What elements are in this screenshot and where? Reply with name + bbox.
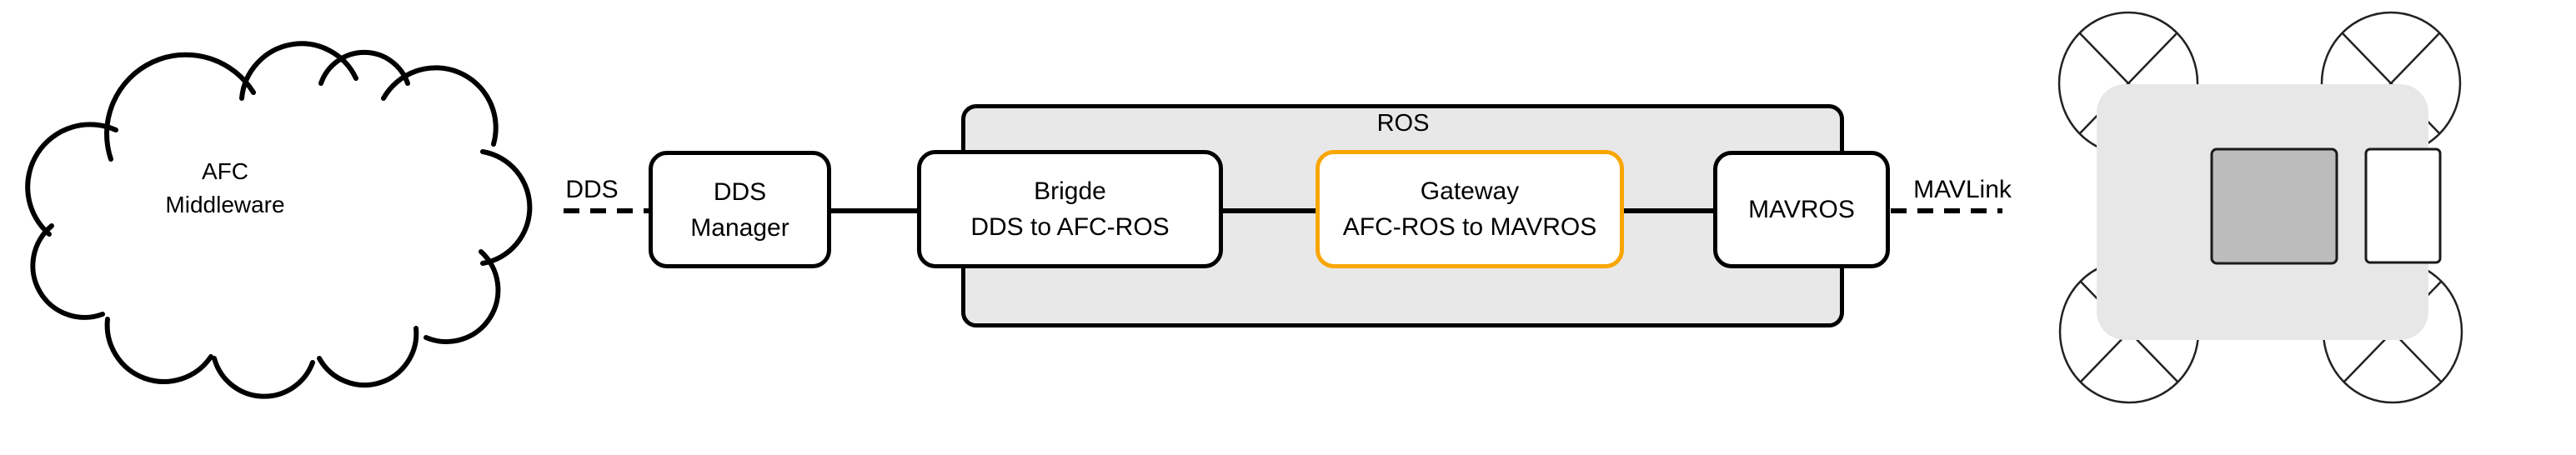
node-gateway-afc-ros-to-mavros: Gateway AFC-ROS to MAVROS	[1316, 150, 1624, 268]
cloud-label-line1: AFC	[202, 158, 248, 184]
cloud-label-line2: Middleware	[165, 192, 285, 218]
cloud-shape	[25, 41, 533, 399]
node-dds-manager-line1: DDS	[713, 178, 767, 206]
node-gateway-line2: AFC-ROS to MAVROS	[1342, 213, 1597, 241]
dds-link-label: DDS	[565, 176, 619, 203]
node-bridge-line1: Brigde	[1034, 178, 1106, 205]
node-bridge-dds-to-afc-ros: Brigde DDS to AFC-ROS	[917, 150, 1223, 268]
mavlink-link-label: MAVLink	[1913, 176, 2012, 203]
node-mavros: MAVROS	[1713, 151, 1890, 268]
cloud-label: AFC Middleware	[58, 155, 392, 222]
drone-module-light	[2364, 148, 2442, 264]
node-mavros-line1: MAVROS	[1748, 196, 1855, 223]
drone-illustration	[2057, 11, 2463, 404]
node-gateway-line1: Gateway	[1420, 178, 1520, 205]
node-bridge-line2: DDS to AFC-ROS	[970, 213, 1170, 241]
drone-module-dark	[2210, 148, 2338, 265]
node-dds-manager-line2: Manager	[690, 213, 789, 242]
ros-container-label: ROS	[1376, 110, 1430, 137]
node-dds-manager: DDS Manager	[649, 151, 831, 268]
